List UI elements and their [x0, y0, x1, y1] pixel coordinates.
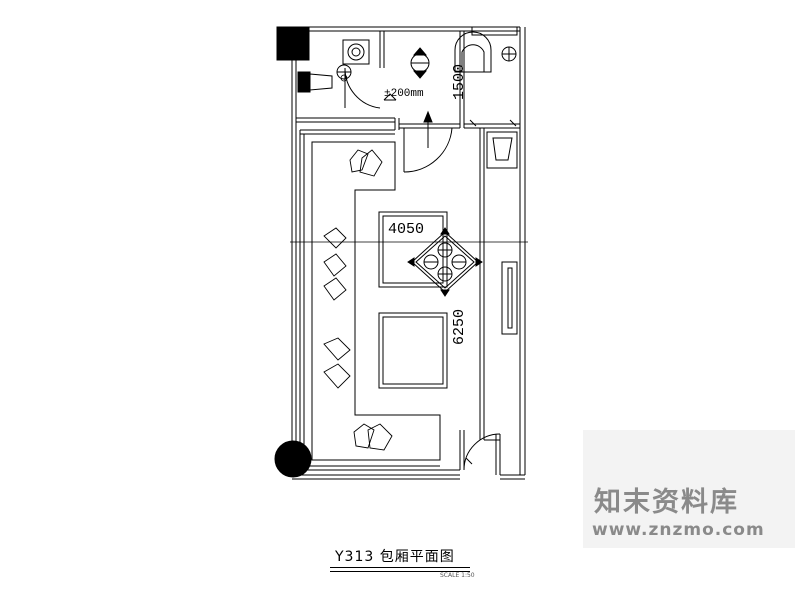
entry-arrow-icon — [423, 110, 433, 148]
coffee-table-lower — [378, 312, 448, 389]
dimension-lower: 6250 — [451, 309, 468, 345]
elevation-marker — [383, 93, 397, 101]
watermark-panel — [583, 430, 795, 548]
watermark-url: www.znzmo.com — [592, 520, 765, 540]
dimension-width: 4050 — [388, 221, 424, 238]
tv-unit — [501, 261, 518, 335]
watermark-logo: 知末资料库 — [594, 487, 739, 518]
washbasin-icon — [342, 39, 370, 65]
toilet-icon — [297, 64, 352, 93]
l-shaped-sofa — [311, 141, 441, 461]
entrance-door — [459, 430, 501, 475]
cabinet-icon — [486, 131, 518, 169]
dimension-upper: 1500 — [451, 64, 468, 100]
drawing-caption: Y313 包厢平面图 — [335, 549, 455, 565]
chandelier-icon — [407, 227, 483, 297]
bathroom-walls — [296, 31, 520, 173]
scale-note: SCALE 1:50 — [440, 572, 475, 579]
caption-underline — [330, 567, 470, 572]
structural-column-bottom — [274, 440, 312, 478]
ceiling-light-icon — [410, 47, 430, 79]
grid-ticks — [469, 119, 517, 127]
urinal-icon — [454, 31, 517, 73]
outer-walls — [291, 26, 526, 480]
elevation-label: ±200mm — [384, 88, 424, 100]
room-boundary — [299, 128, 500, 471]
structural-column-top — [276, 26, 310, 61]
sofa-cushions — [323, 149, 393, 451]
